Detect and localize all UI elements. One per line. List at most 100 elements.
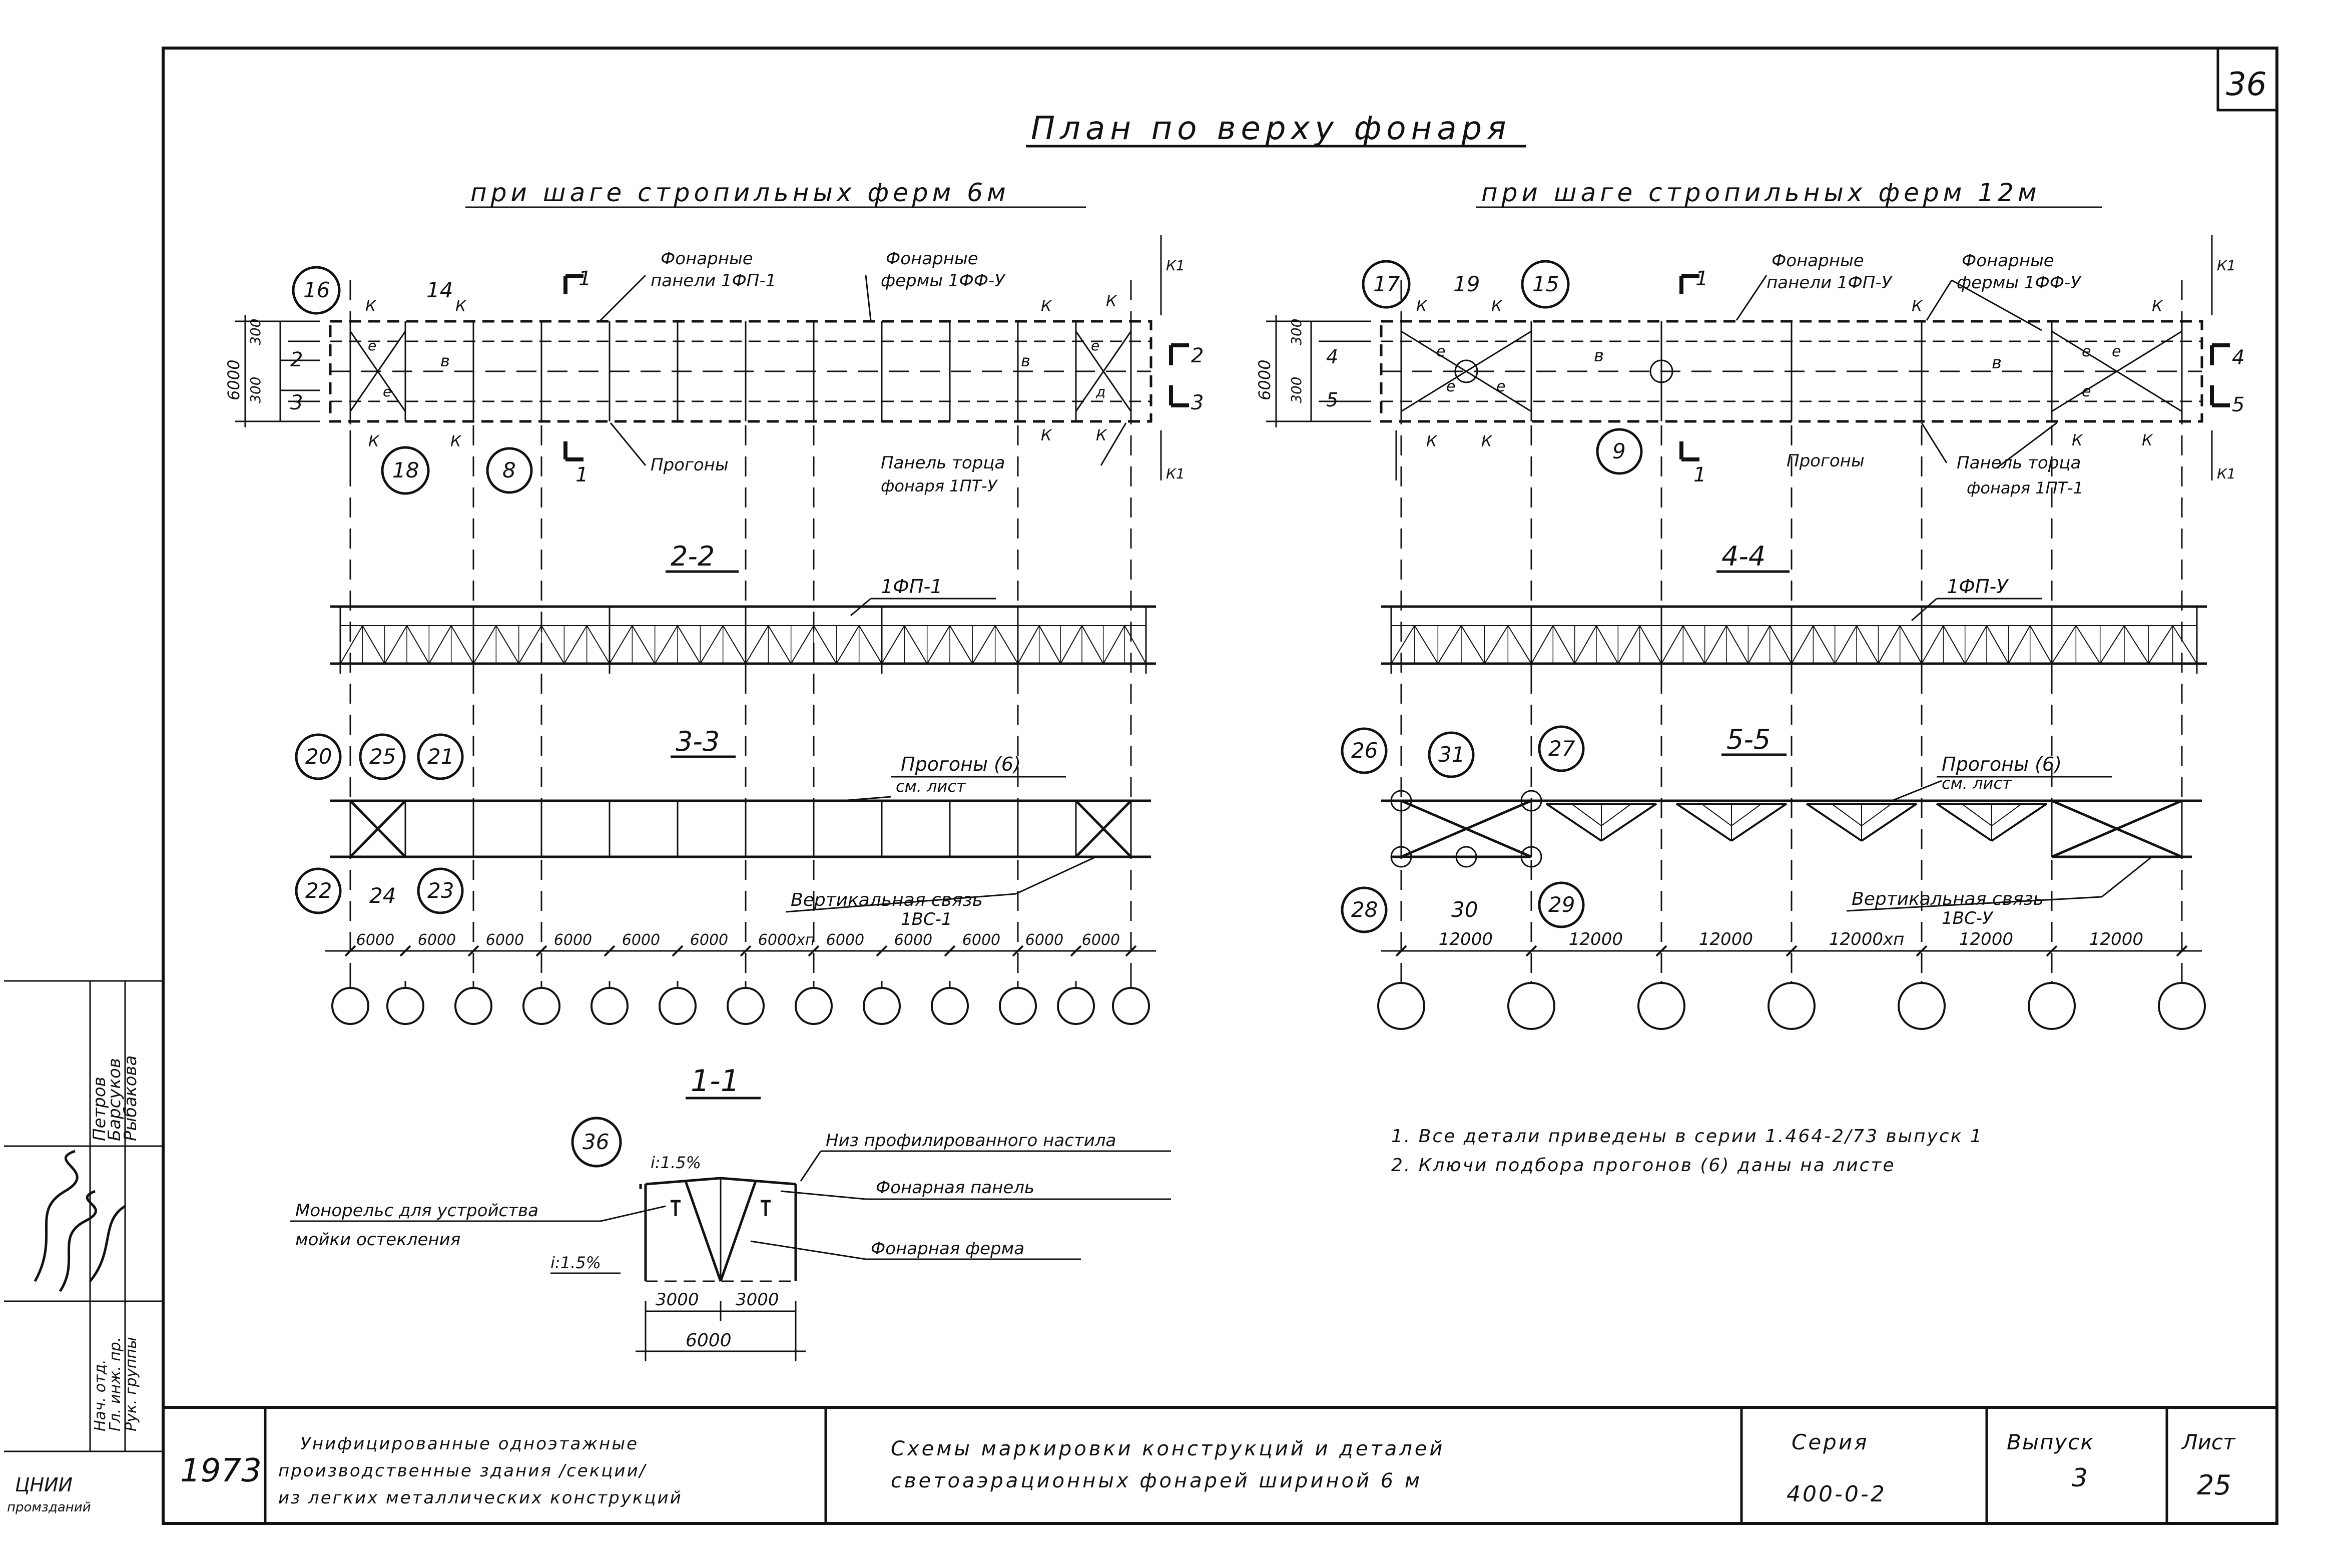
callout-15-circle [1521,260,1570,309]
dimension-value: 6000 [826,931,864,949]
truss-diagonal [1461,625,1485,664]
truss-diagonal [926,625,950,664]
plan-left-end-panel-line1: Панель торца [881,453,1005,473]
truss-diagonal [1017,625,1040,664]
plan-left-drawing: 6000 300 300 [224,235,1189,981]
callout-18-circle [381,446,430,495]
callout-19: 19 [1453,272,1480,296]
plan-left-panels-line2: панели 1ФП-1 [651,271,776,291]
title-issue-label: Выпуск [2007,1430,2094,1454]
column-axis-bubble [999,987,1037,1025]
column-axis-bubble [1377,982,1425,1030]
section-1-1-dim-b: 3000 [736,1290,779,1310]
truss-diagonal [1661,625,1684,664]
dimension-value: 6000 [962,931,1000,949]
plan-left-letter-v: в [440,351,450,370]
column-axis-bubble [2158,982,2206,1030]
callout-26-circle [1341,727,1388,774]
plan-left-letter-k: К [1096,427,1107,444]
plan-right-mark-1-top: 1 [1695,267,1708,290]
sheet-number: 36 [2226,66,2266,103]
column-axis-bubble [795,987,833,1025]
truss-diagonal [1834,625,1857,664]
dimension-tick [1125,945,1137,957]
dimension-value: 6000 [356,931,394,949]
lantern-truss-side [1600,803,1657,842]
plan-right-letter-k: К [2142,432,2153,449]
plan-right-dim-total: 6000 [1255,360,1274,400]
lantern-truss-web [1601,803,1632,826]
callout-22: 22 [305,878,332,903]
truss-diagonal [1596,625,1619,664]
callout-22-circle [295,867,342,914]
section-5-5-truss-sketches [1545,803,2048,842]
dimension-tick [2046,945,2058,957]
lantern-truss-web [1731,803,1762,826]
column-axis-bubble [1637,982,1685,1030]
plan-left-dim-a: 300 [247,319,264,345]
callout-36-circle [571,1117,622,1168]
stamp-org-line2: промзданий [7,1500,91,1515]
plan-left-mark-2-left: 2 [290,348,303,371]
title-sheet-label: Лист [2181,1430,2236,1454]
truss-diagonal [1391,625,1415,664]
truss-diagonal [2075,625,2101,664]
truss-diagonal [972,625,996,664]
dimension-tick [1916,945,1928,957]
callout-21: 21 [427,744,454,769]
truss-diagonal [1531,625,1554,664]
section-1-1-slope-top: i:1.5% [651,1153,701,1172]
truss-diagonal [858,625,882,664]
plan-left-letter-e: е [368,337,376,354]
plan-left-letter-k: К [1106,293,1117,310]
callout-26: 26 [1351,738,1378,763]
column-axis-bubble [591,987,629,1025]
callout-30: 30 [1451,897,1478,922]
dimension-value: 6000 [894,931,932,949]
truss-diagonal [1986,625,2009,664]
callout-23: 23 [427,878,454,903]
section-2-2-drawing [330,605,1156,674]
callout-29-circle [1538,881,1585,928]
plan-right-mark-4-right: 4 [2232,346,2244,369]
truss-diagonal [881,625,905,664]
plan-right-drawing: 6000 300 300 [1255,235,2230,981]
truss-diagonal [541,625,565,664]
section-1-1-monorail-line2: мойки остекления [295,1230,460,1250]
dimension-tick [1012,945,1024,957]
callout-27: 27 [1548,736,1575,761]
callout-27-circle [1538,725,1585,772]
plan-left-letter-e: е [1091,337,1099,354]
truss-diagonal [450,625,474,664]
dimension-value: 6000 [1082,931,1120,949]
truss-diagonal [722,625,746,664]
section-3-3-title: 3-3 [676,726,720,757]
plan-right-dim-a: 300 [1288,319,1305,345]
truss-diagonal [1038,625,1061,664]
truss-diagonal [2099,625,2125,664]
plan-right-letter-e: е [1436,343,1445,360]
callout-18: 18 [392,458,419,482]
callout-16-circle [292,266,341,315]
truss-diagonal [518,625,542,664]
plan-left-end-panel-line2: фонаря 1ПТ-У [881,476,998,495]
section-5-5-purlins: Прогоны (6) [1942,753,2062,775]
title-year: 1973 [180,1452,262,1489]
dimension-tick [740,945,752,957]
dimension-value: 6000 [554,931,592,949]
title-series-value: 400-0-2 [1787,1481,1887,1507]
callout-21-circle [417,733,464,780]
column-axis-bubble [454,987,492,1025]
plan-right-letter-k: К [1416,298,1428,315]
section-4-4-title: 4-4 [1721,541,1766,572]
truss-diagonal [1102,625,1125,664]
truss-diagonal [1060,625,1082,664]
section-1-1-drawing [290,1150,1171,1361]
plan-left-letter-k1: К1 [1166,465,1185,482]
callout-9: 9 [1612,439,1626,463]
dimension-value: 6000 [622,931,660,949]
plan-right-letter-k: К [1912,298,1923,315]
column-axis-bubble [863,987,901,1025]
column-axis-bubble [1507,982,1555,1030]
